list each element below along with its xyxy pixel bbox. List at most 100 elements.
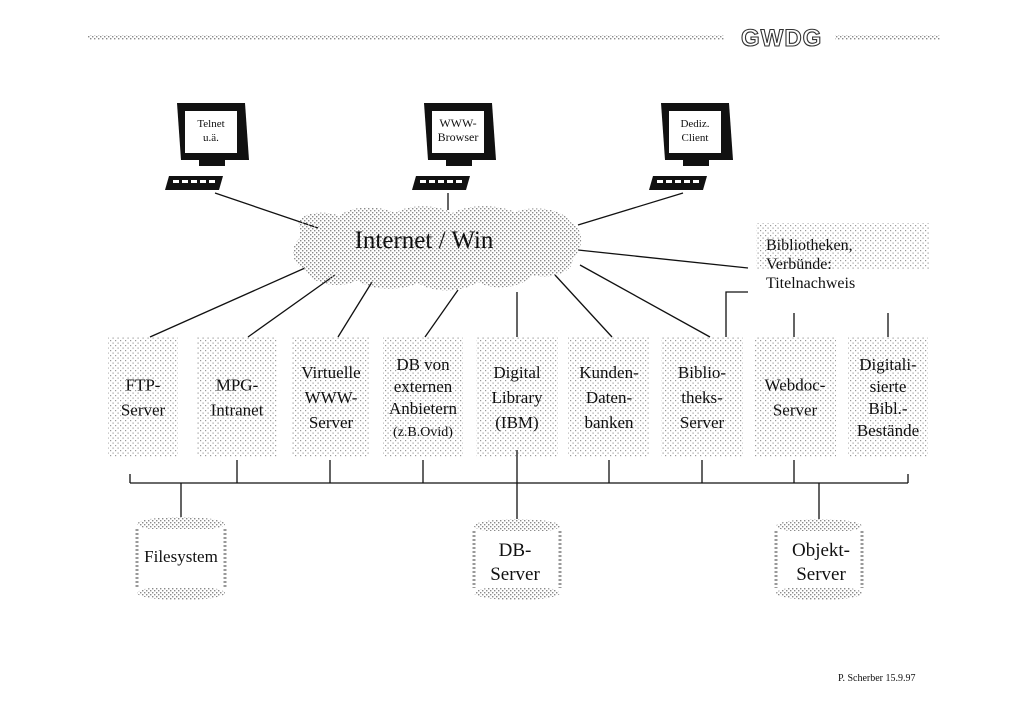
catalog-background (756, 223, 929, 270)
server-label-line: Anbietern (389, 399, 457, 418)
catalog-label-line: Verbünde: (766, 256, 832, 273)
server-background (754, 337, 836, 457)
link-bibliotheks (579, 264, 711, 338)
internet-cloud: Internet / Win (293, 206, 582, 291)
server-box: FTP-Server (108, 337, 178, 457)
server-box: Kunden- Daten-banken (568, 337, 650, 457)
server-label-line: MPG- (216, 376, 259, 395)
server-label-line: Daten- (586, 388, 633, 407)
keyboard-key (420, 180, 426, 183)
link-mpg (247, 274, 336, 338)
keyboard-key (447, 180, 453, 183)
server-label-line: DB von (396, 355, 450, 374)
server-background (383, 337, 463, 457)
server-label-line: Library (492, 388, 543, 407)
client-workstations: Telnet u.ä. WWW-Browser Dediz.Client (165, 103, 733, 190)
monitor-stand (683, 160, 709, 166)
keyboard-key (209, 180, 215, 183)
connection-lines (129, 192, 909, 519)
keyboard-key (200, 180, 206, 183)
storage-cylinder: Filesystem (135, 517, 227, 600)
keyboard-key (657, 180, 663, 183)
server-label-line: WWW- (305, 388, 358, 407)
server-label-line: Kunden- (579, 363, 639, 382)
server-boxes: FTP-Server MPG- Intranet VirtuelleWWW-Serve… (108, 337, 928, 457)
internet-label: Internet / Win (355, 227, 494, 254)
server-label-line: externen (394, 377, 453, 396)
storage-label-line: Server (796, 564, 846, 585)
footer-author: P. Scherber 15.9.97 (838, 673, 916, 684)
server-label-line: Server (773, 401, 818, 420)
cylinder-top (776, 519, 862, 533)
monitor-screen (432, 111, 484, 153)
cylinder-body (776, 531, 862, 588)
keyboard-key (666, 180, 672, 183)
catalog-label: Bibliotheken,Verbünde:Titelnachweis (766, 237, 855, 292)
workstation-label-line: Telnet (197, 118, 224, 130)
workstation: Telnet u.ä. (165, 103, 249, 190)
server-label-line: (IBM) (495, 413, 538, 432)
cylinder-top (137, 517, 225, 531)
keyboard-key (429, 180, 435, 183)
link-internet-catalog (577, 249, 749, 269)
cylinder-top (474, 519, 560, 533)
header: GWDG (88, 24, 940, 53)
server-background (292, 337, 370, 457)
cloud-shape (293, 206, 582, 291)
keyboard-key (693, 180, 699, 183)
server-background (197, 337, 277, 457)
server-background (476, 337, 558, 457)
keyboard-key (675, 180, 681, 183)
server-label-line: (z.B.Ovid) (393, 425, 453, 440)
server-box: MPG- Intranet (197, 337, 277, 457)
cylinder-body (137, 529, 225, 588)
server-box: Webdoc- Server (754, 337, 836, 457)
workstation: WWW-Browser (412, 103, 496, 190)
workstation-label-line: Browser (438, 130, 479, 144)
server-label-line: Digital (493, 363, 540, 382)
storage-cylinder: DB- Server (472, 519, 562, 600)
storage-label-line: Objekt- (792, 540, 850, 561)
server-label-line: banken (584, 413, 634, 432)
server-label-line: Intranet (211, 401, 264, 420)
storage-systems: Filesystem DB- Server Objekt- Server (135, 517, 864, 600)
keyboard-key (684, 180, 690, 183)
server-label-line: Biblio- (678, 363, 727, 382)
monitor-stand (446, 160, 472, 166)
cylinder-body (474, 531, 560, 588)
storage-label-line: Server (490, 564, 540, 585)
server-label-line: Server (680, 413, 725, 432)
keyboard-key (191, 180, 197, 183)
workstation-label-line: u.ä. (203, 132, 219, 144)
server-background (568, 337, 650, 457)
server-background (848, 337, 928, 457)
link-bibliotheks-catalog (725, 291, 748, 337)
link-ftp (149, 267, 306, 338)
keyboard-key (438, 180, 444, 183)
server-label-line: Bibl.- (868, 399, 908, 418)
link-virtual-www (337, 281, 373, 338)
server-label-line: theks- (681, 388, 723, 407)
header-rule-right (835, 35, 940, 40)
storage-label-line: DB- (499, 540, 532, 561)
workstation-label-line: Client (682, 132, 709, 144)
storage-label-line: Filesystem (144, 547, 218, 566)
link-client-internet (577, 192, 684, 226)
server-background (661, 337, 743, 457)
gwdg-logo: GWDG (741, 25, 822, 52)
keyboard-key (173, 180, 179, 183)
keyboard-key (182, 180, 188, 183)
server-label-line: Webdoc- (765, 376, 826, 395)
workstation: Dediz.Client (649, 103, 733, 190)
catalog-box: Bibliotheken,Verbünde:Titelnachweis (756, 223, 929, 292)
server-label-line: sierte (870, 377, 907, 396)
monitor-stand (199, 160, 225, 166)
header-rule-left (88, 35, 724, 40)
cylinder-bottom (137, 586, 225, 600)
monitor-screen (185, 111, 237, 153)
